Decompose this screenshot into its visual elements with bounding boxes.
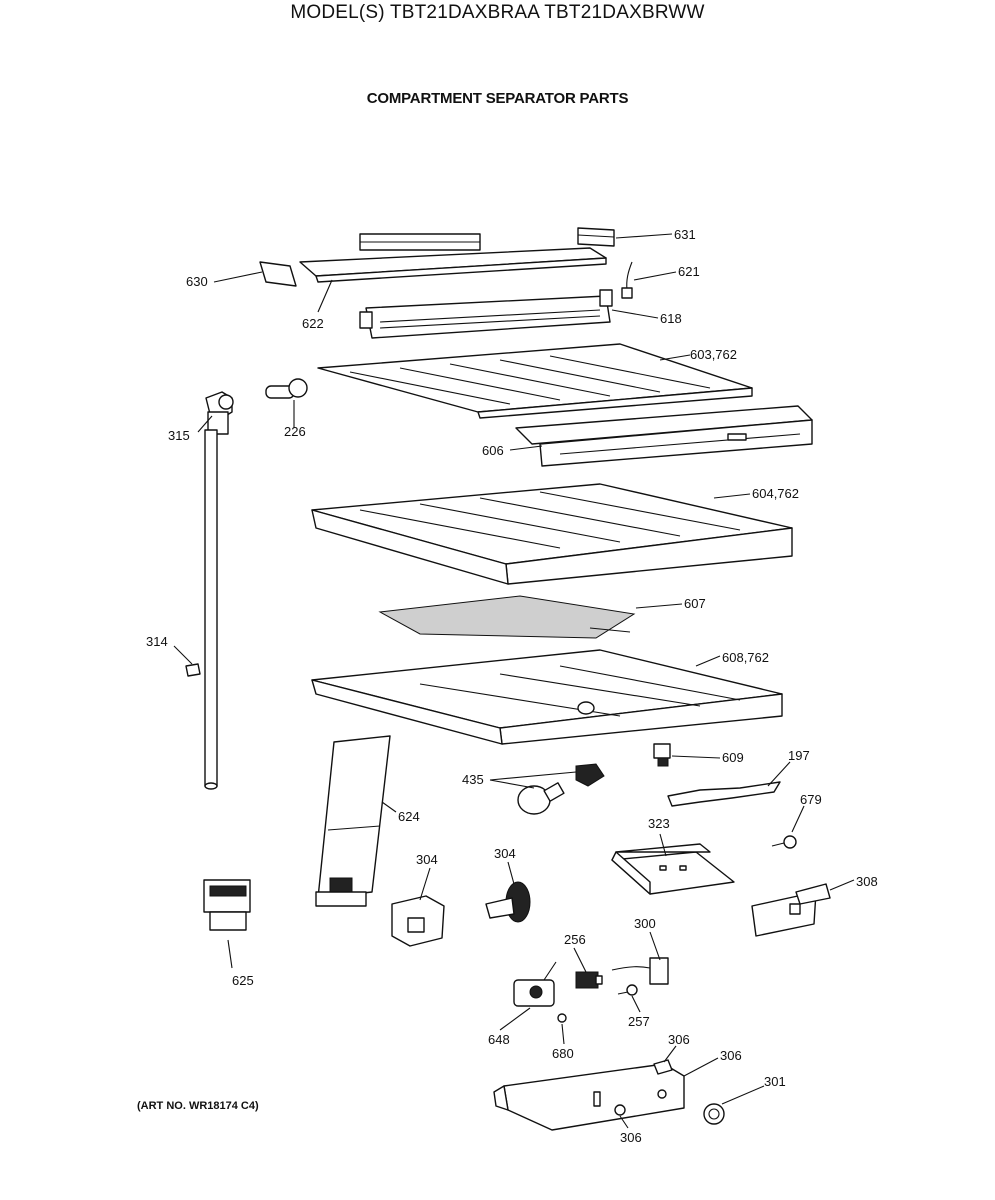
callout-304-housing: 304 xyxy=(416,852,438,867)
part-622-top-cover[interactable] xyxy=(299,233,607,283)
part-631-block[interactable] xyxy=(577,227,615,247)
callout-621: 621 xyxy=(678,264,700,279)
callout-607: 607 xyxy=(684,596,706,611)
callout-301: 301 xyxy=(764,1074,786,1089)
callout-256: 256 xyxy=(564,932,586,947)
callout-606: 606 xyxy=(482,443,504,458)
part-226-knob[interactable] xyxy=(265,378,308,399)
part-323-bracket[interactable] xyxy=(611,843,735,895)
part-680-screw[interactable] xyxy=(557,1013,567,1023)
part-306-housing[interactable] xyxy=(493,1059,685,1131)
callout-314: 314 xyxy=(146,634,168,649)
part-314-tube[interactable] xyxy=(185,429,218,790)
callout-603-762: 603,762 xyxy=(690,347,737,362)
callout-308: 308 xyxy=(856,874,878,889)
part-603-shelf[interactable] xyxy=(317,343,753,419)
part-609-clip[interactable] xyxy=(653,743,671,767)
callout-608-762: 608,762 xyxy=(722,650,769,665)
part-315-bracket[interactable] xyxy=(205,391,234,435)
part-607-filter[interactable] xyxy=(378,595,636,639)
part-197-strip[interactable] xyxy=(667,781,781,807)
section-title: COMPARTMENT SEPARATOR PARTS xyxy=(366,90,629,107)
part-304-housing[interactable] xyxy=(391,895,445,947)
part-304-knob[interactable] xyxy=(485,881,531,923)
part-625-clip[interactable] xyxy=(203,879,251,931)
callout-labels: 631 621 630 622 618 603,762 315 226 606 … xyxy=(146,227,878,1145)
part-257-screw[interactable] xyxy=(617,984,638,996)
callout-197: 197 xyxy=(788,748,810,763)
art-number: (ART NO. WR18174 C4) xyxy=(137,1100,259,1112)
part-300-switch[interactable] xyxy=(611,957,669,985)
callout-631: 631 xyxy=(674,227,696,242)
part-648-thermostat[interactable] xyxy=(513,961,557,1007)
callout-648: 648 xyxy=(488,1032,510,1047)
part-624-panel[interactable] xyxy=(315,735,391,907)
callout-306-bottom: 306 xyxy=(620,1130,642,1145)
callout-630: 630 xyxy=(186,274,208,289)
callout-435: 435 xyxy=(462,772,484,787)
part-679-screw[interactable] xyxy=(771,835,797,849)
part-621-wire[interactable] xyxy=(621,261,633,299)
callout-625: 625 xyxy=(232,973,254,988)
part-301-knob[interactable] xyxy=(703,1103,725,1125)
leader-lines xyxy=(173,233,855,1129)
model-title: MODEL(S) TBT21DAXBRAA TBT21DAXBRWW xyxy=(290,2,705,23)
callout-622: 622 xyxy=(302,316,324,331)
part-308-plate[interactable] xyxy=(751,883,831,937)
callout-618: 618 xyxy=(660,311,682,326)
callout-315: 315 xyxy=(168,428,190,443)
callout-609: 609 xyxy=(722,750,744,765)
part-608-tray[interactable] xyxy=(311,649,783,745)
callout-604-762: 604,762 xyxy=(752,486,799,501)
part-435-bulb[interactable] xyxy=(517,763,605,815)
part-618-bracket[interactable] xyxy=(359,289,613,339)
callout-300: 300 xyxy=(634,916,656,931)
callout-306-right: 306 xyxy=(720,1048,742,1063)
callout-304-knob: 304 xyxy=(494,846,516,861)
callout-624: 624 xyxy=(398,809,420,824)
callout-306-top: 306 xyxy=(668,1032,690,1047)
part-606-front-cover[interactable] xyxy=(515,405,813,467)
part-630-block[interactable] xyxy=(259,261,297,287)
callout-323: 323 xyxy=(648,816,670,831)
callout-679: 679 xyxy=(800,792,822,807)
callout-680: 680 xyxy=(552,1046,574,1061)
part-256-switch[interactable] xyxy=(575,971,603,989)
callout-257: 257 xyxy=(628,1014,650,1029)
part-604-tray[interactable] xyxy=(311,483,793,585)
callout-226: 226 xyxy=(284,424,306,439)
